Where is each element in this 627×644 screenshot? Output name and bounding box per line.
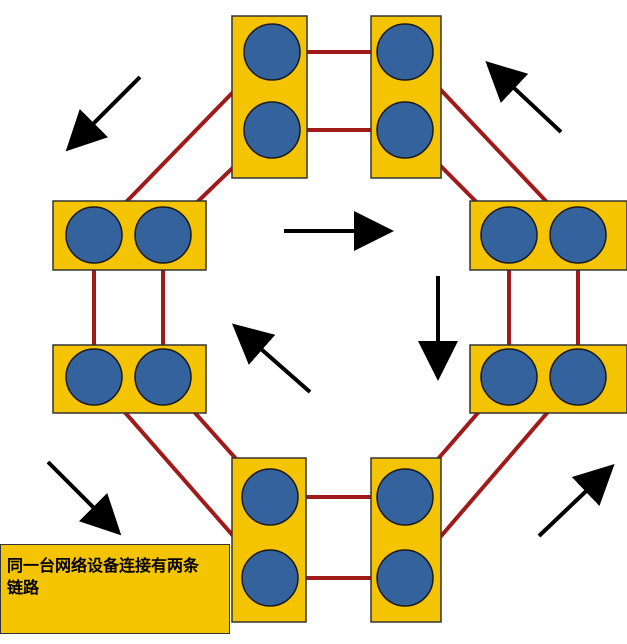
port bbox=[65, 348, 123, 406]
port bbox=[243, 23, 301, 81]
device-lower-right bbox=[469, 344, 627, 414]
direction-arrow-icon bbox=[231, 323, 312, 394]
port bbox=[376, 549, 434, 607]
port bbox=[480, 348, 538, 406]
device-bottom-left bbox=[231, 457, 307, 623]
port bbox=[480, 206, 538, 264]
caption-line-1: 同一台网络设备连接有两条 bbox=[7, 556, 200, 575]
caption-line-2: 链路 bbox=[7, 578, 40, 597]
device-upper-left bbox=[52, 200, 207, 271]
port bbox=[376, 23, 434, 81]
direction-arrow-icon bbox=[485, 61, 563, 134]
caption-box: 同一台网络设备连接有两条 链路 bbox=[0, 544, 230, 634]
device-top-right bbox=[370, 15, 442, 179]
direction-arrow-icon bbox=[46, 460, 122, 536]
port bbox=[549, 206, 607, 264]
arrows-layer bbox=[46, 61, 615, 538]
device-lower-left bbox=[52, 344, 207, 414]
port bbox=[376, 101, 434, 159]
direction-arrow-icon bbox=[65, 75, 142, 152]
device-upper-right bbox=[469, 200, 627, 271]
port bbox=[243, 101, 301, 159]
port bbox=[134, 206, 192, 264]
device-bottom-right bbox=[370, 457, 442, 623]
port bbox=[134, 348, 192, 406]
port bbox=[241, 549, 299, 607]
links-layer bbox=[92, 50, 580, 580]
port bbox=[241, 468, 299, 526]
port bbox=[549, 348, 607, 406]
direction-arrow-icon bbox=[537, 463, 615, 538]
port bbox=[376, 468, 434, 526]
device-top-left bbox=[231, 15, 308, 179]
port bbox=[65, 206, 123, 264]
devices-layer bbox=[52, 15, 627, 623]
